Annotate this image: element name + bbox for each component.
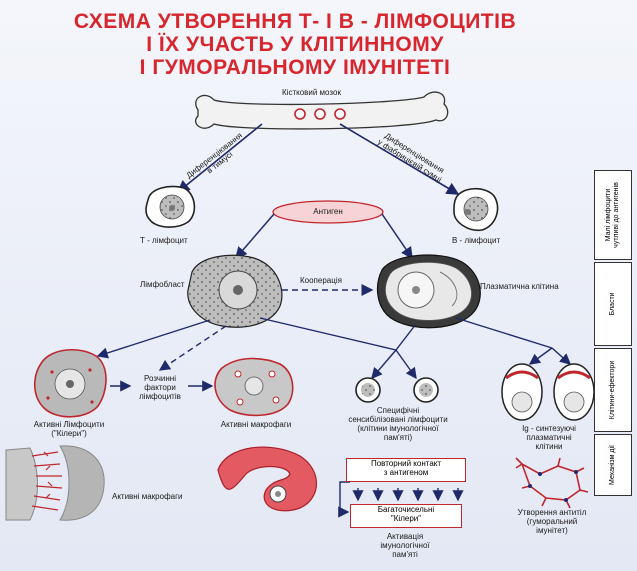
killer-lymphocyte-cell	[33, 348, 107, 418]
active-macrophage-cell	[214, 357, 294, 417]
line-to-memory	[259, 317, 397, 351]
active-lymphocytes-label: Активні Лімфоцити("Кілери")	[33, 420, 105, 438]
lymphoblast-cell	[187, 254, 283, 328]
lymphoblast-label: Лімфобласт	[140, 280, 185, 289]
side-small-lymphocytes: Малі лімфоцити чутливі до антигенів	[594, 170, 632, 260]
side-mechanisms: Механізм дії	[594, 434, 632, 496]
arrow-to-factors	[158, 325, 227, 371]
line-to-ig-cells	[455, 317, 553, 349]
plasma-cell-label: Плазматична клітина	[480, 282, 559, 291]
cooperation-label: Кооперація	[300, 276, 342, 285]
antigen-ellipse	[272, 200, 384, 224]
b-lymphocyte-label: В - лімфоцит	[452, 236, 501, 245]
title-line-3: І ГУМОРАЛЬНОМУ ІМУНІТЕТІ	[139, 56, 451, 79]
title-line-1: СХЕМА УТВОРЕННЯ Т- І В - ЛІМФОЦИТІВ	[73, 10, 517, 33]
t-lymphocyte-cell	[145, 185, 196, 228]
bone-marrow-icon	[195, 91, 449, 130]
killers-box: Багаточисельні"Кілери"	[350, 504, 462, 528]
antibody-network-icon	[515, 457, 589, 509]
active-macrophages-bottom-label: Активні макрофаги	[112, 492, 183, 501]
arrow-to-killers	[96, 319, 211, 359]
antigen-label: Антиген	[313, 207, 343, 216]
arrow-to-t-lymphocyte	[176, 123, 263, 194]
b-lymphocyte-cell	[453, 187, 499, 232]
memory-lymphocyte-cells	[355, 377, 439, 403]
active-macrophages-label: Активні макрофаги	[220, 420, 292, 429]
title-line-2: І ЇХ УЧАСТЬ У КЛІТИННОМУ	[146, 33, 444, 56]
arrow-antigen-right	[381, 213, 413, 260]
side-blasts: Бласти	[594, 262, 632, 346]
bone-marrow-label: Кістковий мозок	[282, 88, 341, 97]
plasma-cell	[376, 254, 481, 329]
ig-plasma-cells	[501, 363, 595, 421]
repeat-contact-arrows	[352, 488, 464, 502]
arrow-to-b-lymphocyte	[339, 123, 460, 195]
arrow-antigen-left	[235, 213, 275, 260]
phagocytosis-icon	[217, 446, 317, 512]
t-lymphocyte-label: Т - лімфоцит	[140, 236, 188, 245]
macrophage-contact-icon	[5, 445, 105, 521]
side-effectors: Клітини-ефектори	[594, 348, 632, 432]
